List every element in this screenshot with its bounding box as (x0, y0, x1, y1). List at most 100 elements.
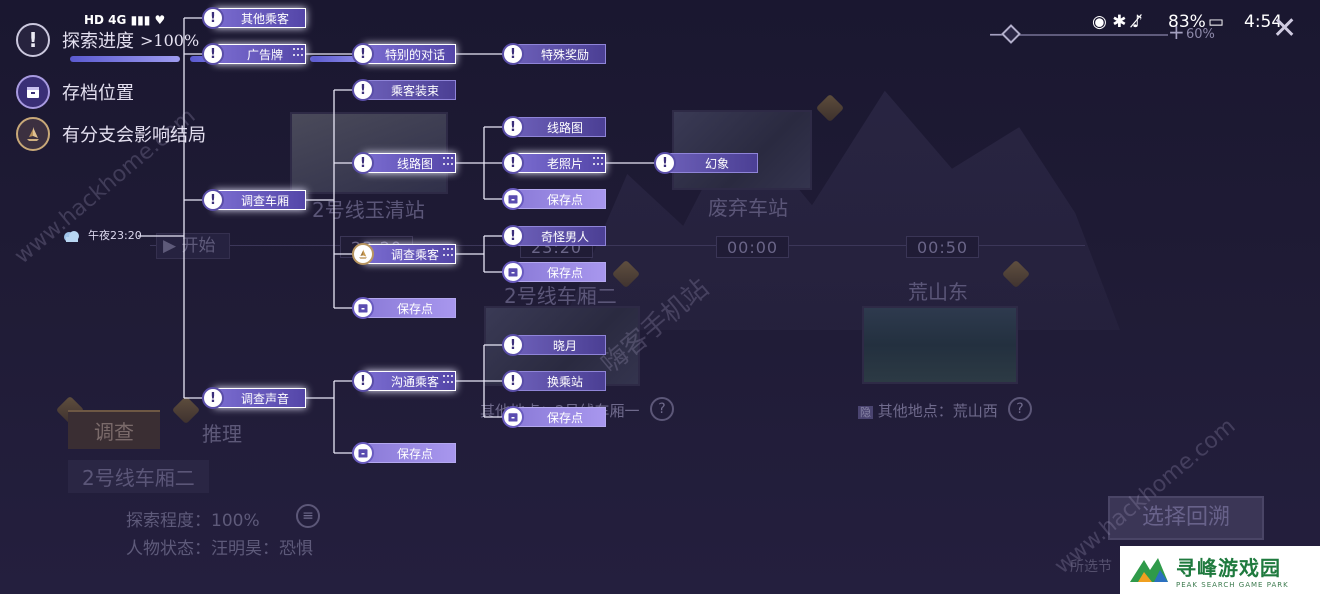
node-old-photo[interactable]: ! 老照片 (502, 152, 606, 174)
root-weather-label: 午夜 (88, 229, 110, 242)
node-label: 特别的对话 (364, 44, 456, 64)
node-label: 其他乘客 (214, 8, 306, 28)
node-label: 保存点 (514, 189, 606, 209)
save-box-icon (352, 297, 374, 319)
node-investigate-voice[interactable]: ! 调查声音 (202, 387, 306, 409)
alert-icon: ! (502, 116, 524, 138)
node-label: 晓月 (514, 335, 606, 355)
dots-icon (293, 48, 303, 58)
save-box-icon (502, 406, 524, 428)
legend-branch: 有分支会影响结局 (16, 116, 206, 152)
node-save-2[interactable]: 保存点 (502, 261, 606, 283)
station-huangshan-caption: 其他地点：荒山西 (877, 402, 998, 420)
node-label: 特殊奖励 (514, 44, 606, 64)
alert-icon: ! (502, 334, 524, 356)
node-label: 老照片 (514, 153, 606, 173)
zoom-out-icon[interactable]: − (988, 22, 1005, 46)
list-icon[interactable]: ≡ (296, 504, 320, 528)
save-box-icon (502, 188, 524, 210)
node-label: 换乘站 (514, 371, 606, 391)
node-investigate-car[interactable]: ! 调查车厢 (202, 189, 306, 211)
node-route-map-a[interactable]: ! 线路图 (352, 152, 456, 174)
logo-cn: 寻峰游戏园 (1176, 555, 1281, 580)
save-box-icon (352, 442, 374, 464)
hidden-badge: 隐 (858, 406, 873, 419)
node-special-reward[interactable]: ! 特殊奖励 (502, 43, 606, 65)
legend-save-label: 存档位置 (62, 83, 134, 104)
help-icon-2[interactable]: ? (1008, 397, 1032, 421)
node-label: 广告牌 (214, 44, 306, 64)
root-time: 23:20 (110, 229, 142, 242)
alert-icon: ! (654, 152, 676, 174)
clock: 4:54 (1244, 12, 1283, 32)
node-label: 调查车厢 (214, 190, 306, 210)
alert-icon: ! (202, 7, 224, 29)
zoom-in-icon[interactable]: + (1168, 20, 1185, 44)
node-save-1[interactable]: 保存点 (502, 188, 606, 210)
alert-icon: ! (352, 152, 374, 174)
battery-icon: ▭ (1208, 12, 1225, 32)
peak-logo-icon (1128, 552, 1170, 588)
alert-icon: ! (16, 23, 50, 57)
node-save-3[interactable]: 保存点 (352, 297, 456, 319)
selected-node-label: 所选节 (1070, 559, 1112, 575)
zoom-slider[interactable]: − + 60% (980, 20, 1220, 46)
node-special-dialog[interactable]: ! 特别的对话 (352, 43, 456, 65)
alert-icon: ! (502, 152, 524, 174)
alert-icon: ! (352, 43, 374, 65)
sail-branch-icon (16, 117, 50, 151)
node-label: 保存点 (364, 443, 456, 463)
alert-icon: ! (202, 387, 224, 409)
help-icon[interactable]: ? (650, 397, 674, 421)
time-chip-c: 00:50 (906, 236, 980, 258)
time-chip-b: 00:00 (716, 236, 790, 258)
sail-branch-icon (352, 243, 374, 265)
timeline-axis (150, 245, 1085, 246)
save-box-icon (502, 261, 524, 283)
dots-icon (443, 157, 453, 167)
alert-icon: ! (352, 370, 374, 392)
node-ad-sign[interactable]: ! 广告牌 (202, 43, 306, 65)
node-route-map-b[interactable]: ! 线路图 (502, 116, 606, 138)
node-label: 调查乘客 (364, 244, 456, 264)
select-rewind-button[interactable]: 选择回溯 (1108, 496, 1264, 540)
zoom-track[interactable] (1008, 34, 1168, 36)
explore-degree: 探索程度：100% (126, 511, 260, 531)
character-state: 人物状态：汪明昊：恐惧 (126, 539, 313, 559)
battery-percent: 83% (1168, 12, 1206, 32)
dots-icon (443, 248, 453, 258)
tab-reasoning[interactable]: 推理 (202, 422, 242, 446)
node-label: 保存点 (514, 262, 606, 282)
station-car2-title: 2号线车厢二 (504, 284, 617, 308)
node-xiaoyue[interactable]: ! 晓月 (502, 334, 606, 356)
node-root: 午夜 23:20 (62, 226, 146, 246)
station-huangshan-title: 荒山东 (908, 280, 968, 304)
node-label: 幻象 (666, 153, 758, 173)
node-communicate[interactable]: ! 沟通乘客 (352, 370, 456, 392)
node-save-5[interactable]: 保存点 (352, 442, 456, 464)
node-save-4[interactable]: 保存点 (502, 406, 606, 428)
alert-icon: ! (202, 43, 224, 65)
node-passenger-outfit[interactable]: ! 乘客装束 (352, 79, 456, 101)
node-label: 乘客装束 (364, 80, 456, 100)
node-transfer[interactable]: ! 换乘站 (502, 370, 606, 392)
alert-icon: ! (202, 189, 224, 211)
start-chip: ▶ 开始 (156, 233, 230, 259)
tab-investigate[interactable]: 调查 (68, 410, 160, 449)
current-location: 2号线车厢二 (68, 460, 209, 493)
alert-icon: ! (502, 225, 524, 247)
zoom-percent: 60% (1186, 27, 1215, 42)
node-other-passengers[interactable]: ! 其他乘客 (202, 7, 306, 29)
close-icon[interactable]: ✕ (1272, 11, 1298, 46)
status-icons: ◉ ✱ ♪̸ (1092, 12, 1143, 32)
save-box-icon (16, 75, 50, 109)
node-illusion[interactable]: ! 幻象 (654, 152, 758, 174)
node-investigate-passenger[interactable]: 调查乘客 (352, 243, 456, 265)
dots-icon (443, 375, 453, 385)
node-label: 保存点 (514, 407, 606, 427)
site-logo: 寻峰游戏园 PEAK SEARCH GAME PARK (1120, 546, 1320, 594)
node-strange-man[interactable]: ! 奇怪男人 (502, 225, 606, 247)
node-label: 保存点 (364, 298, 456, 318)
